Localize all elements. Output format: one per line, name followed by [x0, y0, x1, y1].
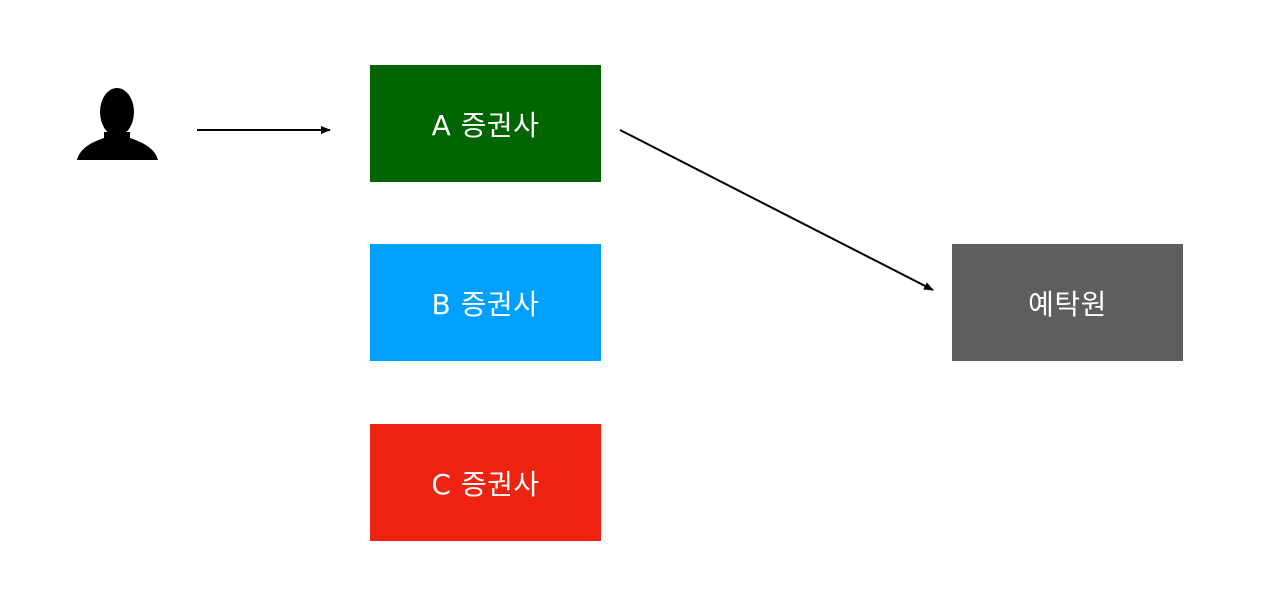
depository-label: 예탁원 [1028, 287, 1107, 321]
person-silhouette-icon [77, 88, 158, 160]
securities-firm-c-box: C 증권사 [370, 424, 601, 541]
securities-firm-a-label: A 증권사 [431, 108, 540, 142]
securities-firm-b-label: B 증권사 [431, 287, 540, 321]
securities-firm-a-box: A 증권사 [370, 65, 601, 182]
arrow-a-to-depository [619, 129, 934, 291]
securities-firm-b-box: B 증권사 [370, 244, 601, 361]
securities-firm-c-label: C 증권사 [431, 467, 540, 501]
depository-box: 예탁원 [952, 244, 1183, 361]
